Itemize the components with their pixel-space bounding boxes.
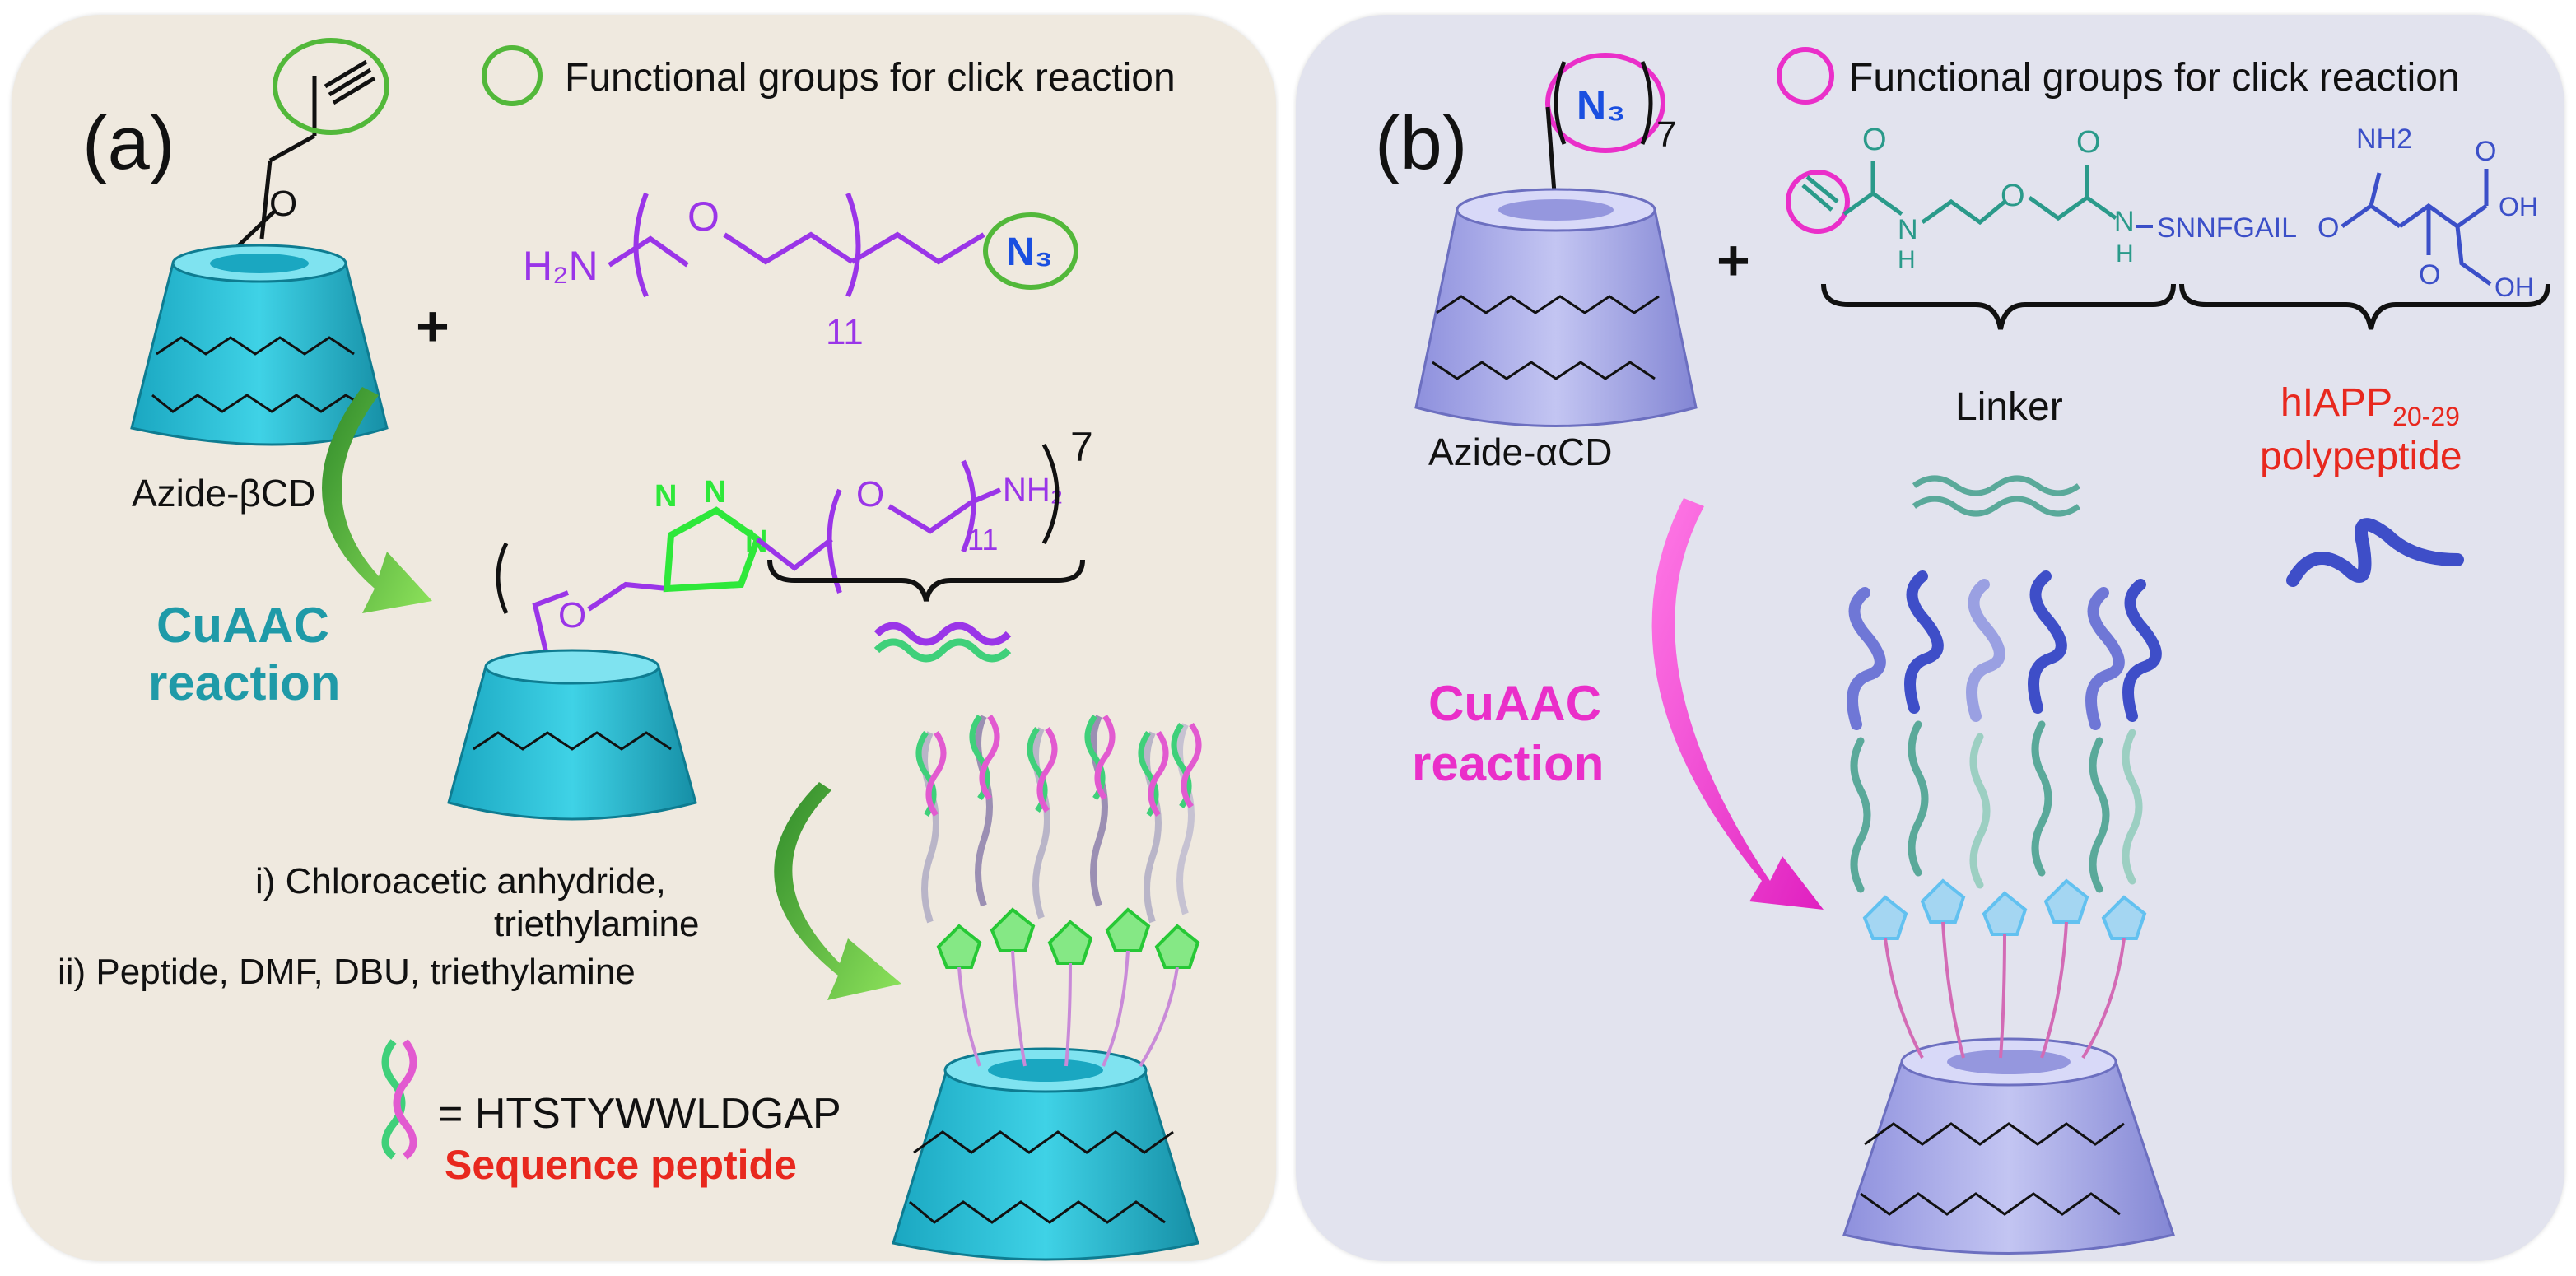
peptide-cd-conjugate-b — [1842, 570, 2175, 1255]
svg-text:N: N — [1898, 214, 1918, 245]
svg-text:N: N — [654, 479, 677, 514]
triazole-peg-product: O N N N O 11 NH₂ 7 — [496, 424, 1093, 659]
reaction-b-line2: reaction — [1412, 736, 1604, 791]
wavy-linker-a-icon — [873, 622, 1012, 646]
reaction-arrow-b — [1651, 498, 1824, 910]
svg-text:O: O — [2001, 179, 2025, 213]
cd-a-label: Azide-βCD — [132, 472, 315, 515]
svg-text:OH: OH — [2494, 272, 2534, 302]
plus-a: + — [416, 294, 450, 358]
linker-wave-icon — [1912, 475, 2081, 517]
product-oxygen-2: O — [856, 474, 884, 515]
svg-text:O: O — [2317, 212, 2339, 244]
condition-2: triethylamine — [494, 904, 699, 944]
product-nh2: NH₂ — [1003, 472, 1063, 508]
peptide-cd-conjugate-a — [892, 714, 1202, 1261]
svg-text:SNNFGAIL: SNNFGAIL — [2157, 212, 2297, 244]
panel-b-content: (b) Functional groups for click reaction… — [1375, 47, 2550, 1255]
reaction-arrow-a2 — [774, 782, 901, 1000]
azide-b-highlight-circle — [1545, 53, 1665, 153]
legend-a-circle-icon — [482, 45, 543, 106]
cd-b-repeat: 7 — [1656, 114, 1676, 155]
svg-text:H: H — [1898, 246, 1916, 273]
peptide-squiggle-icon — [2286, 518, 2464, 587]
product-a-cone — [447, 649, 697, 821]
svg-text:O: O — [1862, 123, 1887, 157]
condition-3: ii) Peptide, DMF, DBU, triethylamine — [58, 952, 636, 992]
peptide-sequence: = HTSTYWWLDGAP — [438, 1090, 841, 1138]
svg-text:N: N — [704, 475, 726, 510]
svg-text:H: H — [2116, 240, 2134, 268]
peptide-caption: Sequence peptide — [445, 1142, 797, 1188]
reaction-a-line1: CuAAC — [156, 598, 329, 653]
alkyne-b-highlight-circle — [1786, 170, 1850, 234]
reagent-azide: N₃ — [1006, 231, 1053, 274]
linker-brace — [1821, 283, 2176, 330]
azide-alpha-cd-cone — [1414, 188, 1698, 427]
legend-b-circle-icon — [1777, 47, 1834, 105]
product-bracket-n: 7 — [1070, 424, 1093, 470]
peg-azide-reagent: H₂N O 11 N₃ — [523, 192, 1078, 352]
svg-text:O: O — [2475, 136, 2496, 167]
reagent-h2n: H₂N — [523, 243, 599, 289]
svg-text:NH2: NH2 — [2356, 123, 2412, 155]
peptide-glyph-icon — [381, 1039, 417, 1160]
alkyne-highlight-circle — [273, 38, 389, 135]
svg-text:O: O — [2419, 259, 2440, 291]
azide-beta-cd-cone — [130, 244, 389, 446]
legend-b-text: Functional groups for click reaction — [1849, 56, 2460, 100]
cd-b-label: Azide-αCD — [1428, 431, 1612, 473]
product-repeat: 11 — [967, 523, 998, 557]
reagent-oxygen: O — [687, 193, 720, 240]
peptide-label-line2: polypeptide — [2260, 435, 2462, 478]
reaction-b-line1: CuAAC — [1428, 676, 1601, 731]
reaction-arrow-a1 — [322, 387, 432, 613]
svg-text:O: O — [2076, 125, 2101, 160]
azide-highlight-circle — [983, 212, 1078, 290]
legend-a-text: Functional groups for click reaction — [565, 56, 1176, 100]
linker-label: Linker — [1955, 385, 2063, 429]
cd-b-azide: N₃ — [1577, 82, 1625, 128]
panel-a-label: (a) — [82, 101, 175, 185]
peptide-label: hIAPP20-29 — [2280, 381, 2460, 431]
svg-text:N: N — [2114, 206, 2135, 237]
propargyl-oxygen: O — [269, 184, 297, 224]
svg-text:OH: OH — [2499, 192, 2538, 221]
peptide-brace — [2179, 283, 2550, 330]
product-oxygen: O — [558, 595, 586, 636]
alkyne-linker-peptide: O N H O O N H SNNFGAIL O NH2 O O OH OH — [1786, 123, 2538, 302]
condition-1: i) Chloroacetic anhydride, — [255, 861, 666, 901]
reaction-a-line2: reaction — [148, 655, 340, 710]
panel-a-content: (a) Functional groups for click reaction… — [58, 38, 1202, 1261]
plus-b: + — [1717, 228, 1750, 292]
propargyl-group — [235, 59, 376, 249]
panel-b-label: (b) — [1375, 101, 1467, 185]
reagent-repeat: 11 — [826, 312, 864, 352]
